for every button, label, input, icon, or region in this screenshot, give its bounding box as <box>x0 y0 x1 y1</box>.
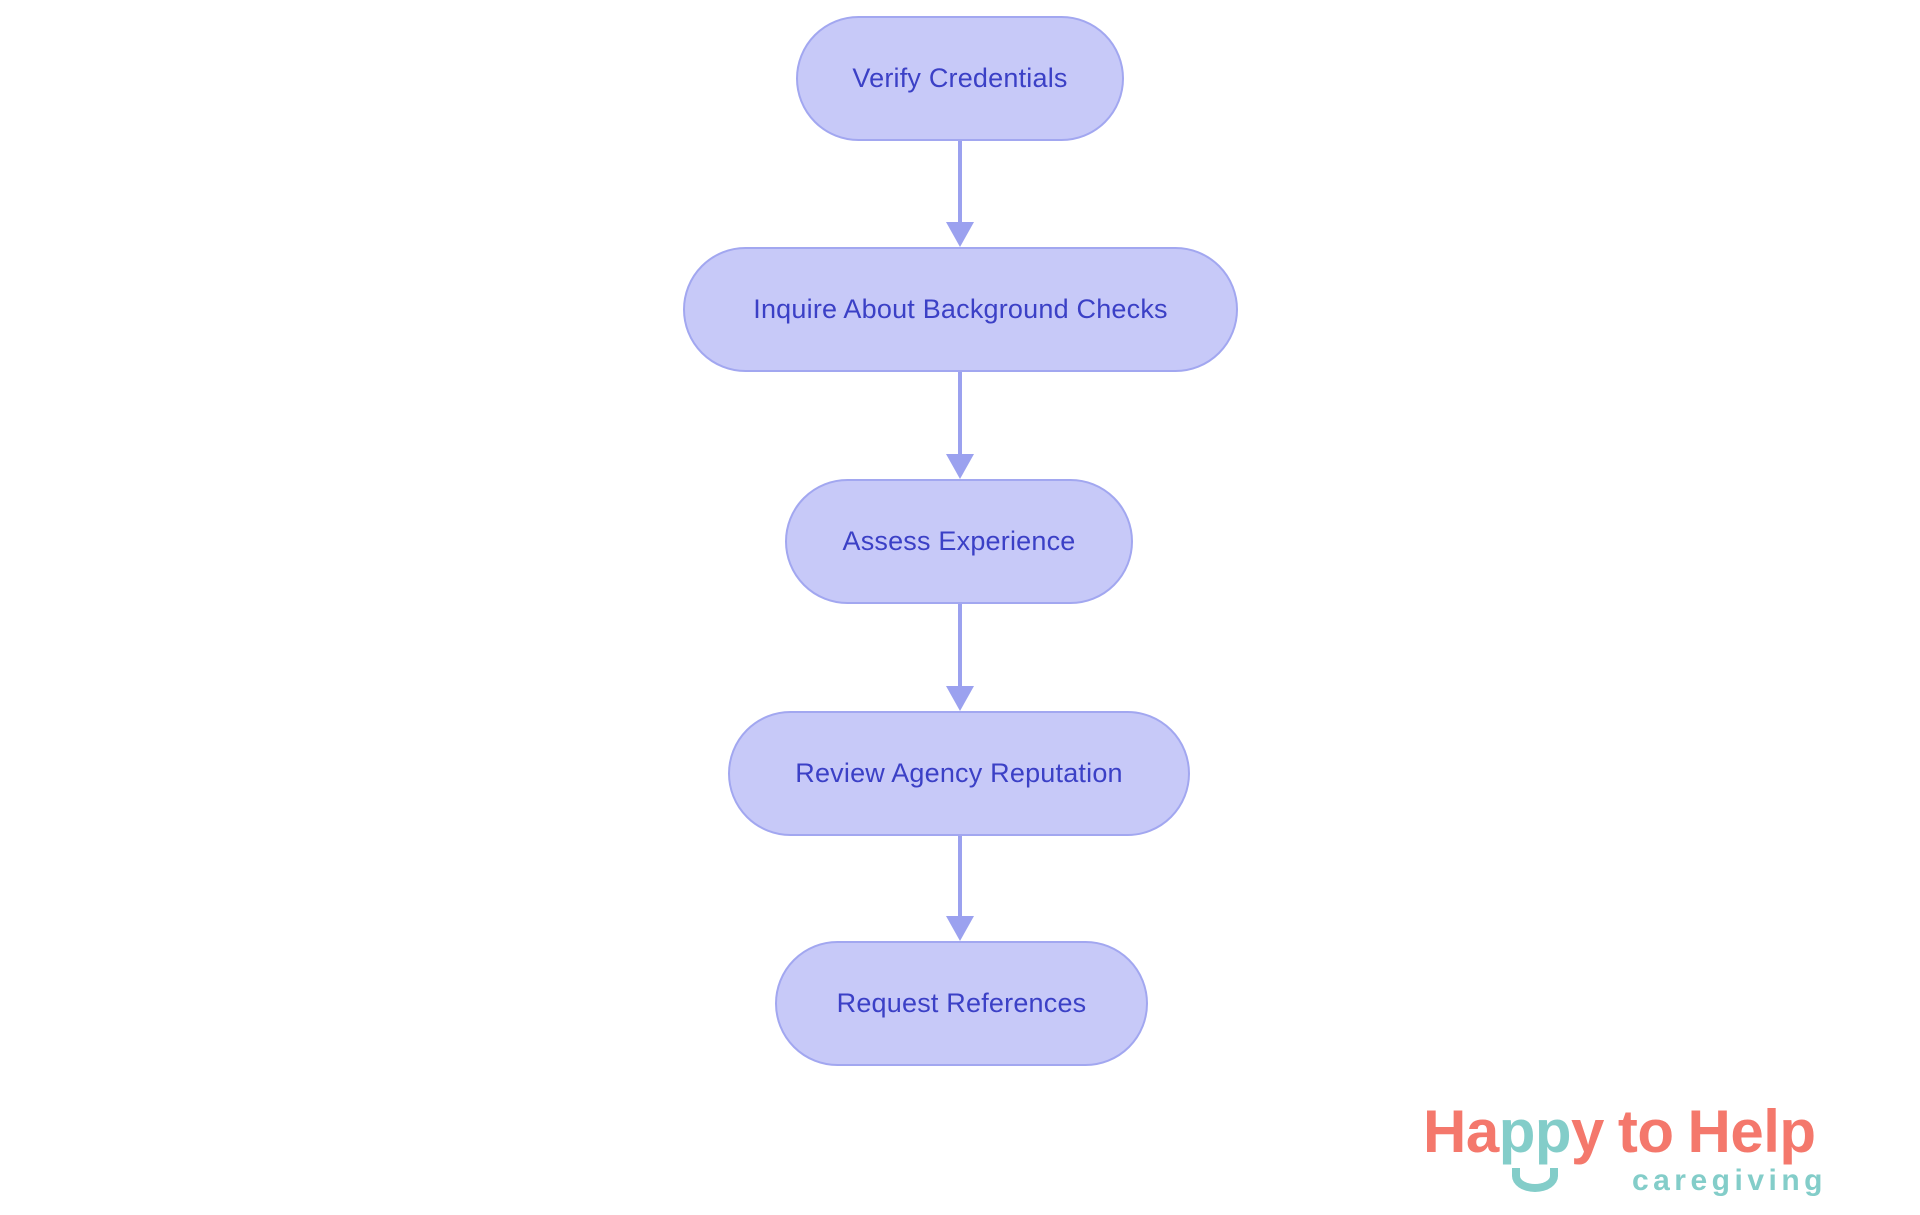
flow-node-label: Review Agency Reputation <box>795 758 1123 788</box>
flow-node-label: Verify Credentials <box>852 63 1068 93</box>
flow-arrow-down-icon <box>946 836 974 941</box>
flow-node-inquire-background-checks: Inquire About Background Checks <box>683 247 1238 372</box>
flow-arrow-down-icon <box>946 604 974 711</box>
flow-node-label: Assess Experience <box>842 526 1076 556</box>
flow-node-label: Request References <box>836 988 1087 1018</box>
flow-arrow-down-icon <box>946 141 974 247</box>
logo-wordmark-to: to <box>1617 1098 1674 1165</box>
logo-tagline: caregiving <box>1631 1164 1827 1197</box>
arrow-line <box>958 372 962 454</box>
arrow-line <box>958 604 962 686</box>
flow-arrow-down-icon <box>946 372 974 479</box>
arrow-head <box>946 454 974 479</box>
logo-wordmark-ha: Ha <box>1423 1098 1499 1165</box>
flow-node-review-agency-reputation: Review Agency Reputation <box>728 711 1190 836</box>
arrow-head <box>946 686 974 711</box>
logo-pp-text: pp <box>1498 1098 1572 1165</box>
flow-node-request-references: Request References <box>775 941 1148 1066</box>
smile-icon <box>1511 1168 1558 1192</box>
arrow-line <box>958 141 962 222</box>
logo-wordmark-pp: pp <box>1499 1102 1572 1192</box>
arrow-line <box>958 836 962 916</box>
arrow-head <box>946 916 974 941</box>
logo-wordmark-y: y <box>1571 1098 1604 1165</box>
flow-node-verify-credentials: Verify Credentials <box>796 16 1124 141</box>
flow-node-assess-experience: Assess Experience <box>785 479 1133 604</box>
arrow-head <box>946 222 974 247</box>
logo-wordmark-help: Help <box>1687 1098 1817 1165</box>
flow-node-label: Inquire About Background Checks <box>753 294 1168 324</box>
